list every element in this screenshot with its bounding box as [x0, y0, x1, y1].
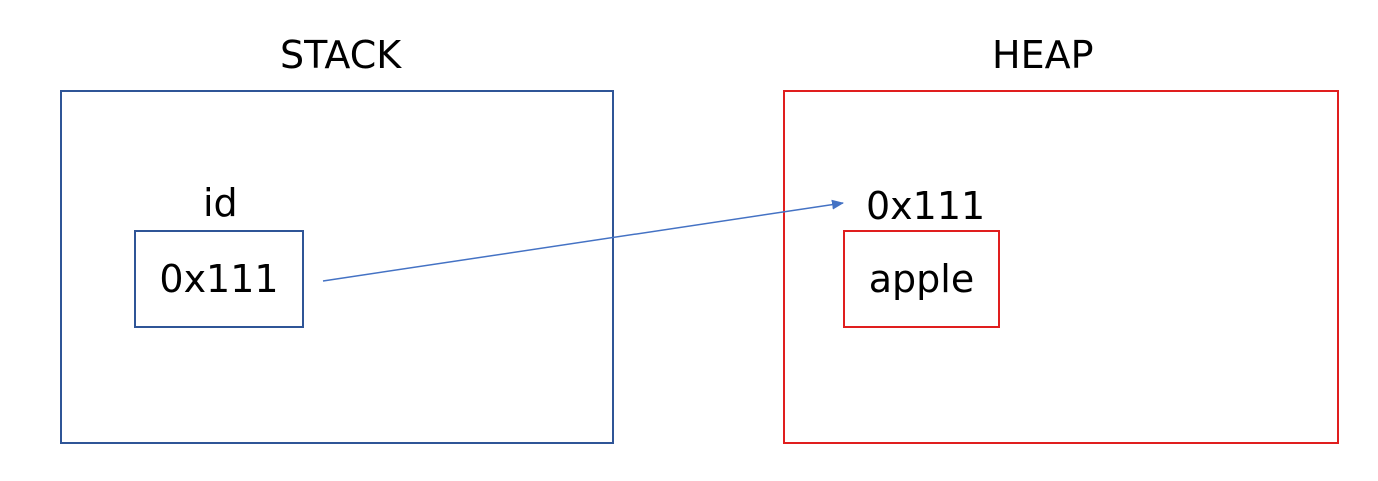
heap-object-address: 0x111: [866, 184, 986, 228]
heap-title: HEAP: [992, 33, 1094, 77]
variable-name: id: [203, 181, 238, 225]
stack-title: STACK: [280, 33, 402, 77]
variable-value-box: 0x111: [134, 230, 304, 328]
heap-object-box: apple: [843, 230, 1000, 328]
variable-value: 0x111: [159, 257, 279, 301]
heap-object-value: apple: [868, 257, 975, 301]
